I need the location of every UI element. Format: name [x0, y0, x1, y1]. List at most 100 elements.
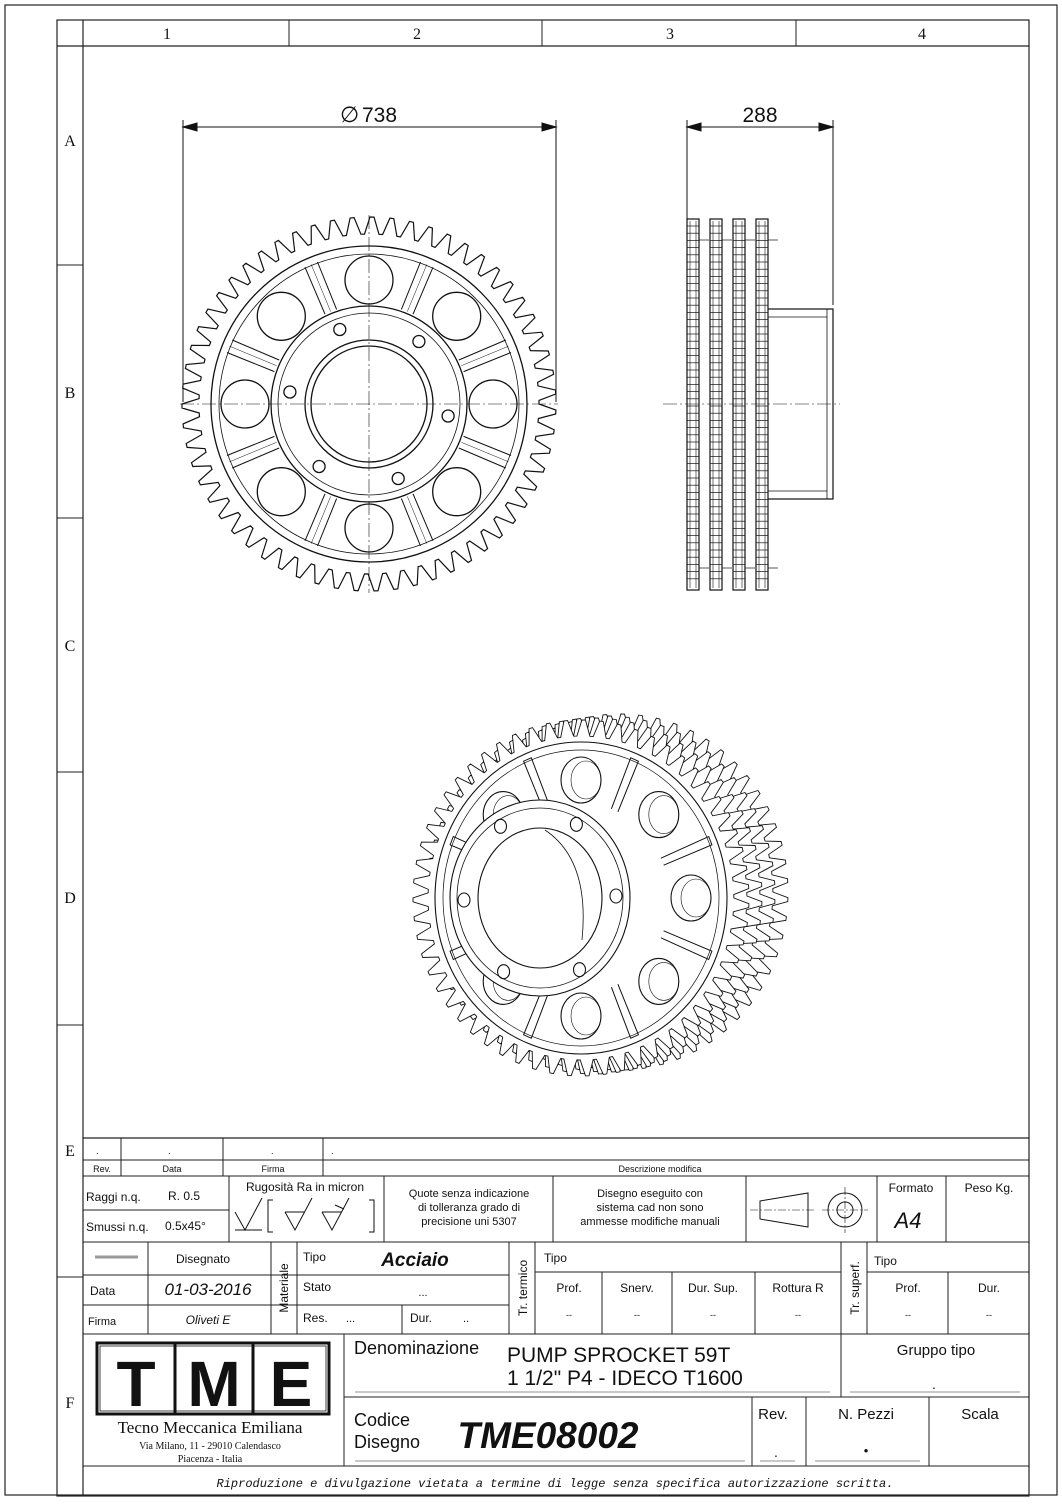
- materiale-dur-label: Dur.: [410, 1311, 432, 1325]
- pezzi-label: N. Pezzi: [838, 1406, 894, 1423]
- tr-superf-label: Tr. superf.: [848, 1261, 862, 1315]
- materiale-tipo-label: Tipo: [303, 1250, 326, 1264]
- iso-rib: [610, 984, 640, 1039]
- sprocket-side-view: [663, 218, 840, 591]
- projection-symbol: [750, 1187, 868, 1233]
- formato-label: Formato: [889, 1181, 934, 1195]
- iso-rib: [660, 930, 713, 961]
- web-rib-edge: [412, 493, 434, 541]
- tr-superf-prof-label: Prof.: [895, 1281, 920, 1295]
- web-rib-edge: [400, 498, 421, 547]
- iso-hole-depth: [648, 795, 680, 834]
- materiale-res-label: Res.: [303, 1311, 328, 1325]
- strand-body: [755, 218, 769, 591]
- bolt-hole: [412, 334, 426, 349]
- iso-hole-depth: [570, 996, 602, 1036]
- web-rib-edge: [412, 267, 434, 315]
- scala-label: Scala: [961, 1406, 999, 1423]
- row-label-b: B: [65, 385, 76, 402]
- raggi-label: Raggi n.q.: [86, 1190, 141, 1204]
- materiale-stato-label: Stato: [303, 1280, 331, 1294]
- denominazione-label: Denominazione: [354, 1338, 479, 1358]
- width-dimension: 288: [742, 104, 777, 127]
- iso-bolt-hole: [457, 892, 471, 908]
- row-label-d: D: [64, 890, 76, 907]
- data-value: 01-03-2016: [165, 1280, 253, 1299]
- iso-hole-depth: [648, 962, 680, 1001]
- company-city: Piacenza - Italia: [178, 1454, 243, 1465]
- lightening-hole: [432, 291, 482, 341]
- quote-line-3: precisione uni 5307: [421, 1216, 516, 1228]
- gruppo-tipo-label: Gruppo tipo: [897, 1342, 975, 1359]
- web-rib-edge: [317, 261, 338, 310]
- tr-termico-rottura-value: --: [795, 1310, 801, 1320]
- column-label-1: 1: [163, 26, 171, 43]
- strand-body: [686, 218, 700, 591]
- web-rib-center: [407, 264, 428, 312]
- firma-value: Oliveti E: [186, 1313, 232, 1327]
- peso-label: Peso Kg.: [965, 1181, 1014, 1195]
- lightening-hole: [256, 291, 306, 341]
- disegnato-label: Disegnato: [176, 1252, 230, 1266]
- column-markers: [288, 20, 797, 46]
- drawing-code: TME08002: [458, 1415, 639, 1456]
- revision-signature-header: Firma: [262, 1164, 285, 1174]
- title-line-1: PUMP SPROCKET 59T: [507, 1344, 730, 1367]
- smussi-value: 0.5x45°: [165, 1219, 206, 1233]
- bolt-hole: [441, 409, 455, 423]
- web-rib-center: [229, 442, 277, 463]
- iso-hole-depth: [680, 878, 712, 918]
- iso-rib: [610, 757, 640, 812]
- cad-line-2: sistema cad non sono: [596, 1202, 703, 1214]
- tr-superf-tipo-label: Tipo: [874, 1254, 897, 1268]
- web-rib-edge: [226, 352, 275, 373]
- strand-body: [732, 218, 746, 591]
- rev-value: .: [774, 1444, 778, 1460]
- row-label-a: A: [64, 133, 76, 150]
- web-rib-center: [310, 496, 331, 544]
- web-rib-edge: [317, 498, 338, 547]
- web-rib-edge: [304, 267, 326, 315]
- formato-value: A4: [893, 1208, 922, 1233]
- smussi-label: Smussi n.q.: [86, 1220, 149, 1234]
- web-ribs: [226, 261, 512, 547]
- iso-ribs: [449, 757, 713, 1039]
- gruppo-tipo-value: .: [932, 1376, 936, 1392]
- company-name: Tecno Meccanica Emiliana: [118, 1418, 303, 1437]
- centerlines: [180, 215, 558, 593]
- diameter-symbol: ∅: [340, 102, 359, 127]
- revision-date-header: Data: [162, 1164, 181, 1174]
- diameter-dimension: 738: [362, 104, 397, 127]
- materiale-tipo-value: Acciaio: [380, 1250, 449, 1271]
- iso-bore: [477, 827, 603, 969]
- column-label-2: 2: [413, 26, 421, 43]
- iso-bolt-hole: [497, 964, 511, 980]
- cad-line-1: Disegno eseguito con: [597, 1188, 703, 1200]
- row-markers: [57, 264, 83, 1278]
- iso-bolt-hole: [493, 818, 508, 834]
- bolt-hole: [312, 459, 326, 474]
- logo-letter-t: T: [116, 1348, 155, 1420]
- web-rib-edge: [458, 447, 506, 469]
- tr-termico-prof-label: Prof.: [556, 1281, 581, 1295]
- materiale-res-value: ...: [346, 1313, 355, 1325]
- iso-rib: [660, 835, 713, 866]
- cad-line-3: ammesse modifiche manuali: [580, 1216, 719, 1228]
- disegno-label: Disegno: [354, 1432, 420, 1452]
- materiale-stato-value: ...: [418, 1287, 427, 1299]
- iso-hub-front: [449, 799, 631, 997]
- quote-line-1: Quote senza indicazione: [409, 1188, 529, 1200]
- side-view-dimension: [685, 120, 835, 305]
- tr-termico-prof-value: --: [566, 1310, 572, 1320]
- column-label-3: 3: [666, 26, 674, 43]
- strand-body: [709, 218, 723, 591]
- revision-rev-value: .: [96, 1146, 99, 1156]
- web-rib-edge: [232, 447, 280, 469]
- rev-label: Rev.: [758, 1406, 788, 1423]
- tr-superf-dur-value: --: [986, 1310, 992, 1320]
- web-rib-edge: [463, 435, 512, 456]
- web-rib-edge: [463, 352, 512, 373]
- web-rib-center: [407, 496, 428, 544]
- pezzi-value: •: [864, 1443, 869, 1458]
- tr-termico-dur-sup-label: Dur. Sup.: [688, 1281, 738, 1295]
